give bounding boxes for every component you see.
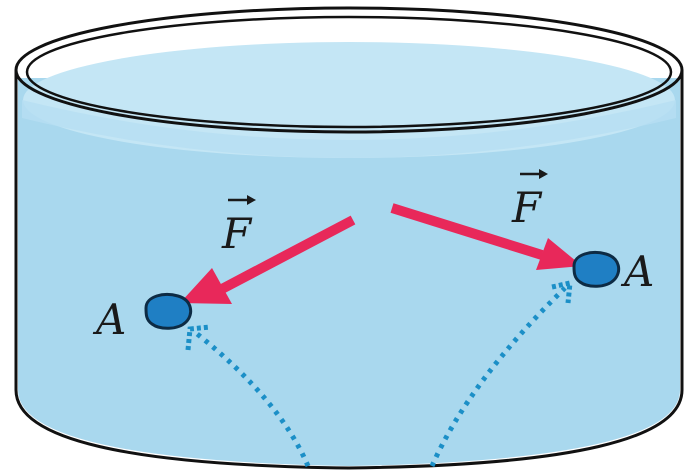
force-label-right: F [511, 183, 543, 232]
object-right-blob [572, 251, 621, 288]
force-arrow-right-shaft [390, 203, 544, 260]
force-label-left: F [221, 209, 253, 258]
water-surface [23, 42, 675, 158]
force-arrow-right-head [536, 238, 582, 270]
trajectory-left-head [185, 324, 211, 351]
object-label-left: A [92, 295, 126, 344]
trajectory-left [194, 331, 311, 467]
container-rim-inner [25, 15, 673, 129]
force-label-left-vector-tip [247, 195, 256, 205]
trajectory-right-head [551, 279, 573, 304]
container-wall-outline [14, 70, 684, 470]
container-water-body [18, 78, 680, 466]
water-surface-band [22, 100, 676, 158]
force-arrow-left-head [180, 268, 232, 304]
object-label-right: A [620, 247, 654, 296]
object-left-blob [144, 293, 193, 330]
trajectory-right [429, 286, 567, 468]
container-rim-outer [14, 6, 684, 134]
force-label-right-vector-tip [539, 169, 548, 179]
force-arrow-left-shaft [217, 215, 356, 295]
